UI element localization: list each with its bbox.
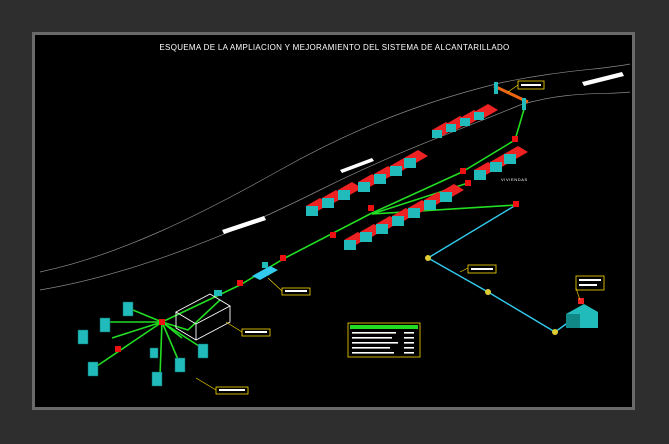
houses-row-upper xyxy=(432,104,498,138)
houses-row-lower xyxy=(344,146,528,250)
houses-row-middle xyxy=(306,150,428,216)
callout-tags xyxy=(215,80,605,395)
collection-drums xyxy=(77,301,209,387)
treatment-plant xyxy=(566,298,598,328)
callout-text-bars xyxy=(219,84,601,391)
road-marks xyxy=(222,72,624,234)
callout-leaders xyxy=(195,84,581,391)
sewer-lines xyxy=(93,105,526,377)
legend-table xyxy=(347,322,421,358)
treatment-tank xyxy=(175,293,231,341)
drawing-title: ESQUEMA DE LA AMPLIACION Y MEJORAMIENTO … xyxy=(159,43,510,52)
tank-inlet xyxy=(214,290,222,296)
pump-station xyxy=(252,262,278,280)
drawing-frame xyxy=(32,32,635,410)
outfall-line xyxy=(426,204,581,333)
manholes xyxy=(115,136,519,352)
houses-label: VIVIENDAS xyxy=(501,177,528,182)
river-crossing xyxy=(493,82,529,110)
terrain-contours xyxy=(39,63,631,291)
outfall-nodes xyxy=(425,255,558,335)
